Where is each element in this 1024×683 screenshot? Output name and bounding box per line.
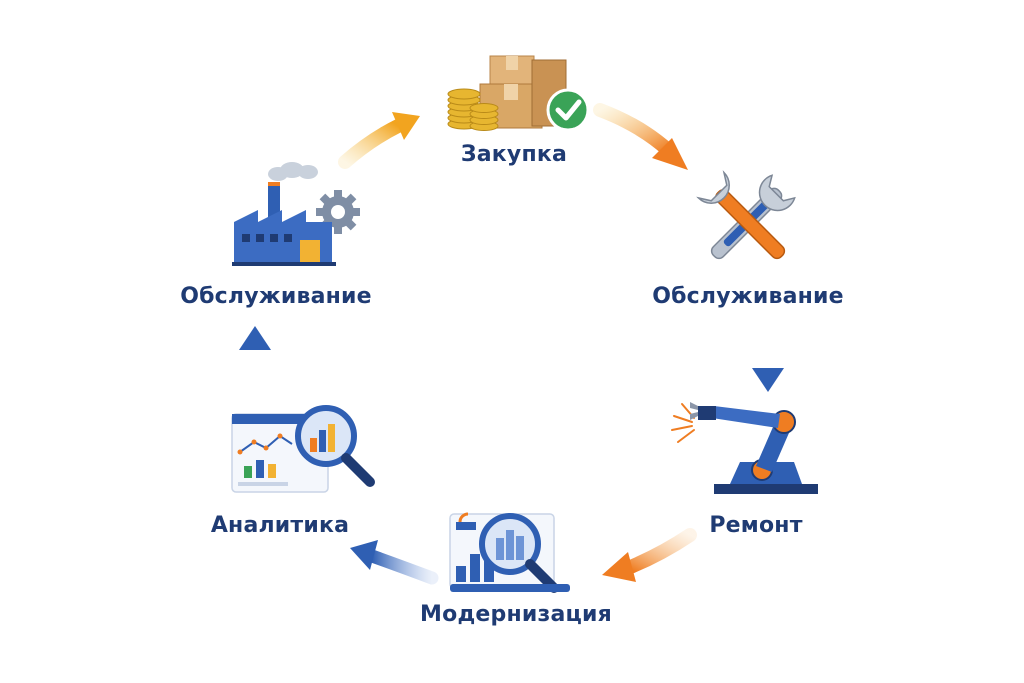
arrow-modernization-to-analytics [350, 540, 439, 585]
arrow-service-to-purchase [338, 112, 420, 169]
stage-label-purchase: Закупка [460, 142, 568, 167]
dashboard-magnifier-icon [231, 405, 375, 493]
stage-label-service-left: Обслуживание [180, 284, 372, 309]
stage-label-repair: Ремонт [709, 513, 803, 538]
stage-label-service-right: Обслуживание [652, 284, 844, 309]
arrow-repair-to-modernization [602, 528, 697, 582]
arrow-service-to-repair [752, 311, 784, 392]
arrow-purchase-to-service [593, 103, 688, 170]
boxes-coins-check-icon [447, 55, 590, 132]
factory-gear-icon [232, 162, 360, 266]
robot-arm-icon [671, 402, 818, 494]
chart-magnifier-icon [449, 512, 570, 593]
stage-label-analytics: Аналитика [210, 513, 350, 538]
stage-label-modernization: Модернизация [420, 602, 612, 627]
arrow-analytics-to-service [239, 326, 271, 395]
wrenches-icon [696, 170, 796, 260]
